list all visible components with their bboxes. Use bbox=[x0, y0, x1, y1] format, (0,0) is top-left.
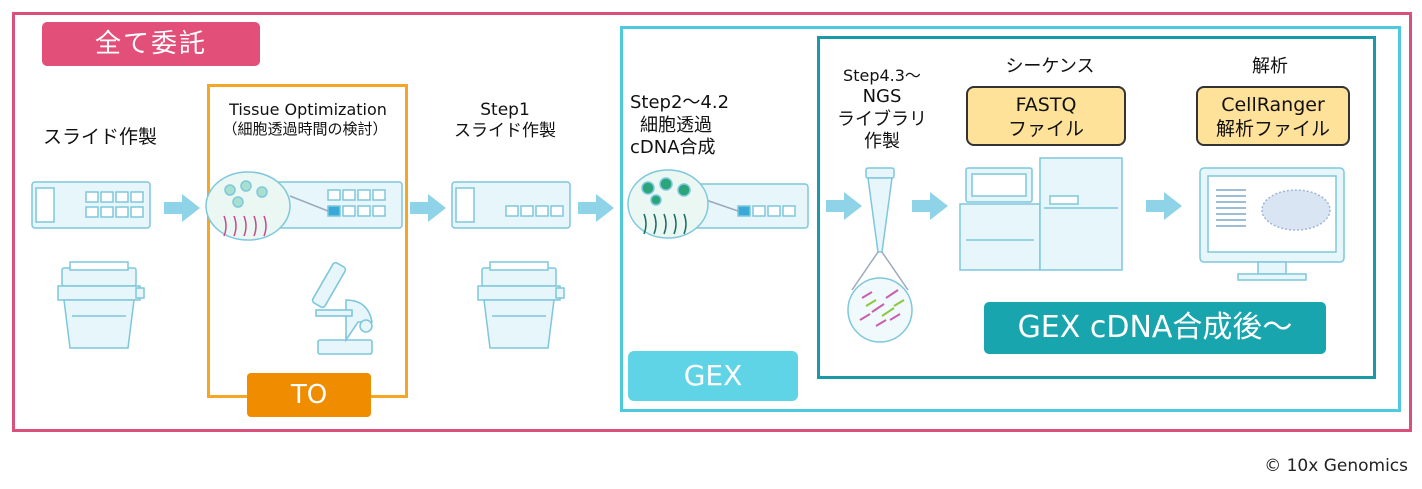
arrow-5 bbox=[912, 192, 948, 220]
to-badge: TO bbox=[247, 373, 371, 417]
tissue-optimization-line1: Tissue Optimization bbox=[229, 100, 387, 119]
tissue-optimization-label: Tissue Optimization （細胞透過時間の検討） bbox=[210, 100, 406, 139]
tube-icon bbox=[847, 167, 913, 343]
arrow-2 bbox=[410, 194, 446, 222]
step43-line1: Step4.3～ bbox=[843, 66, 921, 85]
arrow-6 bbox=[1146, 192, 1182, 220]
all-outsource-frame bbox=[12, 12, 1412, 432]
monitor-icon bbox=[1199, 167, 1345, 281]
fastq-line2: ファイル bbox=[1007, 118, 1084, 140]
fastq-line1: FASTQ bbox=[1015, 94, 1077, 116]
to-slide-icon bbox=[205, 171, 403, 241]
step2-label: Step2～4.2 細胞透過 cDNA合成 bbox=[630, 92, 780, 160]
step1-slide-icon bbox=[451, 181, 571, 229]
step1-line1: Step1 bbox=[480, 100, 530, 120]
analysis-label: 解析 bbox=[1252, 56, 1288, 77]
gex-after-cdna-frame bbox=[817, 36, 1376, 379]
cryostat-icon-2 bbox=[477, 261, 565, 349]
cellranger-line1: CellRanger bbox=[1221, 94, 1325, 116]
step2-slide-icon bbox=[627, 169, 809, 239]
fastq-file-box: FASTQ ファイル bbox=[966, 86, 1126, 146]
step2-line1: Step2～4.2 bbox=[630, 92, 730, 113]
slide-icon-1 bbox=[31, 181, 151, 229]
slide-prep-label: スライド作製 bbox=[42, 126, 157, 148]
gex-badge: GEX bbox=[628, 351, 798, 401]
step2-line2: 細胞透過 bbox=[640, 114, 712, 136]
tissue-optimization-line2: （細胞透過時間の検討） bbox=[222, 120, 388, 138]
arrow-1 bbox=[164, 194, 200, 222]
step1-line2: スライド作製 bbox=[454, 121, 556, 142]
sequence-label: シーケンス bbox=[1005, 56, 1095, 77]
step43-line2: NGS bbox=[862, 86, 902, 107]
step2-line3: cDNA合成 bbox=[630, 137, 716, 158]
step43-line3: ライブラリ bbox=[837, 108, 927, 130]
sequencer-icon bbox=[959, 157, 1123, 271]
cellranger-file-box: CellRanger 解析ファイル bbox=[1196, 86, 1350, 146]
copyright-credit: © 10x Genomics bbox=[1264, 456, 1408, 476]
arrow-4 bbox=[826, 192, 862, 220]
cellranger-line2: 解析ファイル bbox=[1215, 118, 1330, 140]
gex-frame bbox=[620, 26, 1401, 412]
cryostat-icon-1 bbox=[57, 261, 145, 349]
gex-after-cdna-badge: GEX cDNA合成後～ bbox=[984, 302, 1326, 354]
step1-label: Step1 スライド作製 bbox=[440, 100, 570, 143]
step43-line4: 作製 bbox=[864, 131, 900, 152]
arrow-3 bbox=[578, 194, 614, 222]
all-outsource-badge: 全て委託 bbox=[42, 22, 260, 66]
step43-label: Step4.3～ NGS ライブラリ 作製 bbox=[826, 66, 938, 154]
microscope-icon bbox=[311, 261, 373, 355]
